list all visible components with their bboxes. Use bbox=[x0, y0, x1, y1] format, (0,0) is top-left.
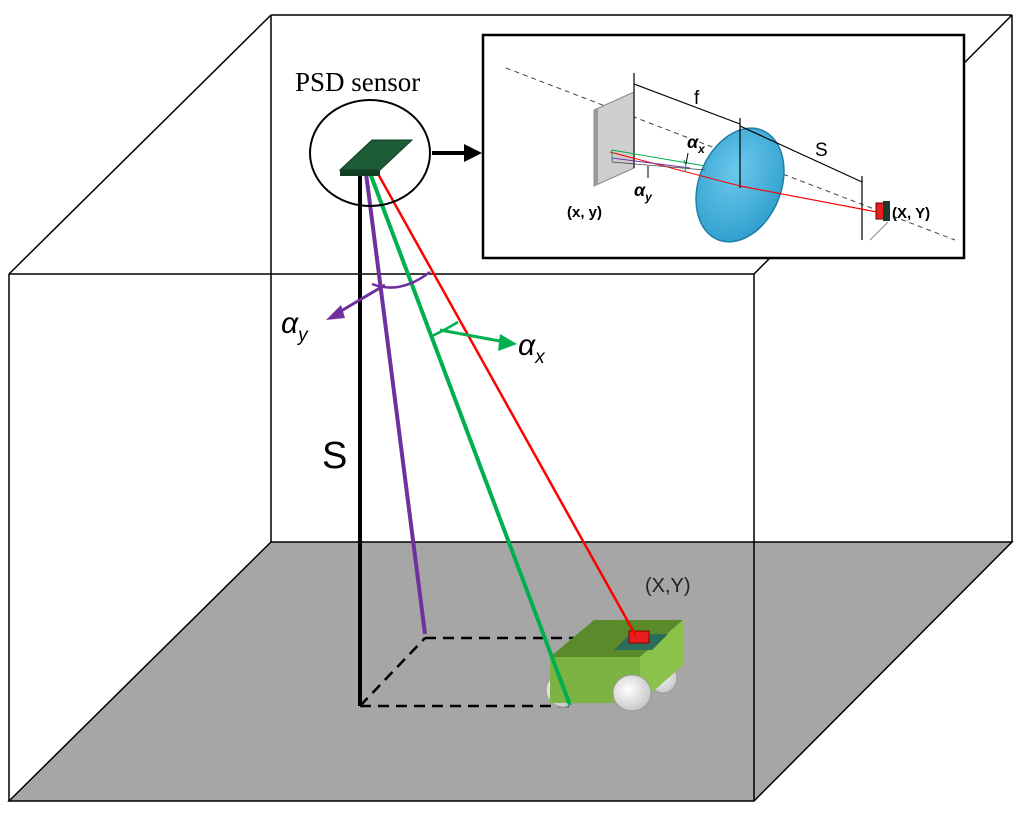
inset-world-coord-label: (X, Y) bbox=[892, 205, 930, 222]
inset-target-marker bbox=[875, 202, 885, 220]
alpha-x-arrow bbox=[439, 328, 506, 344]
alpha-x-label: αx bbox=[518, 329, 546, 368]
image-plane-side bbox=[594, 108, 598, 186]
alpha-y-arrowhead bbox=[326, 305, 345, 320]
red-ray bbox=[375, 171, 638, 637]
height-label: S bbox=[322, 435, 347, 477]
inset-green-ray bbox=[611, 149, 706, 167]
inset-alpha-x-pointer bbox=[685, 152, 689, 165]
inset-alpha-x-label: αx bbox=[687, 132, 706, 156]
inset-alpha-y-label: αy bbox=[634, 180, 653, 204]
inset-image-coord-label: (x, y) bbox=[567, 204, 602, 221]
inset-red-ray bbox=[609, 151, 741, 187]
target-coord-label: (X,Y) bbox=[645, 575, 691, 597]
purple-ray bbox=[364, 172, 427, 635]
floor bbox=[7, 541, 1014, 802]
alpha-y-arrow bbox=[335, 283, 386, 316]
inset-target-sensor bbox=[883, 201, 890, 221]
inset-s-label: S bbox=[815, 140, 828, 161]
target-marker bbox=[628, 630, 650, 644]
inset-pointer-arrowhead bbox=[464, 144, 482, 162]
inset-alpha-x-arc bbox=[683, 159, 687, 173]
sensor-title: PSD sensor bbox=[295, 67, 420, 97]
robot-end bbox=[640, 620, 683, 703]
alpha-x-arrowhead bbox=[498, 334, 517, 351]
psd-sensor-board-edge bbox=[340, 170, 380, 176]
inset-target-edge bbox=[869, 221, 889, 241]
sensor-highlight-circle bbox=[309, 99, 431, 207]
robot-vehicle bbox=[545, 620, 683, 712]
inset-purple-ray bbox=[611, 157, 691, 169]
optics-inset: f S αx αy (x, y) (X, Y) bbox=[481, 33, 966, 260]
room bbox=[7, 14, 1014, 802]
wheel bbox=[612, 674, 652, 712]
alpha-y-label: αy bbox=[281, 307, 309, 346]
green-ray bbox=[368, 172, 572, 706]
inset-f-label: f bbox=[694, 88, 700, 109]
floor-projection bbox=[359, 636, 635, 708]
room-edge bbox=[8, 14, 272, 275]
s-dimension bbox=[739, 125, 863, 183]
psd-sensor-board bbox=[338, 139, 414, 171]
f-dimension bbox=[633, 83, 741, 125]
inset-ray-base bbox=[611, 161, 706, 171]
alpha-y-arc bbox=[371, 271, 431, 289]
inset-red-ray bbox=[739, 185, 878, 213]
projection-dash bbox=[359, 637, 426, 707]
